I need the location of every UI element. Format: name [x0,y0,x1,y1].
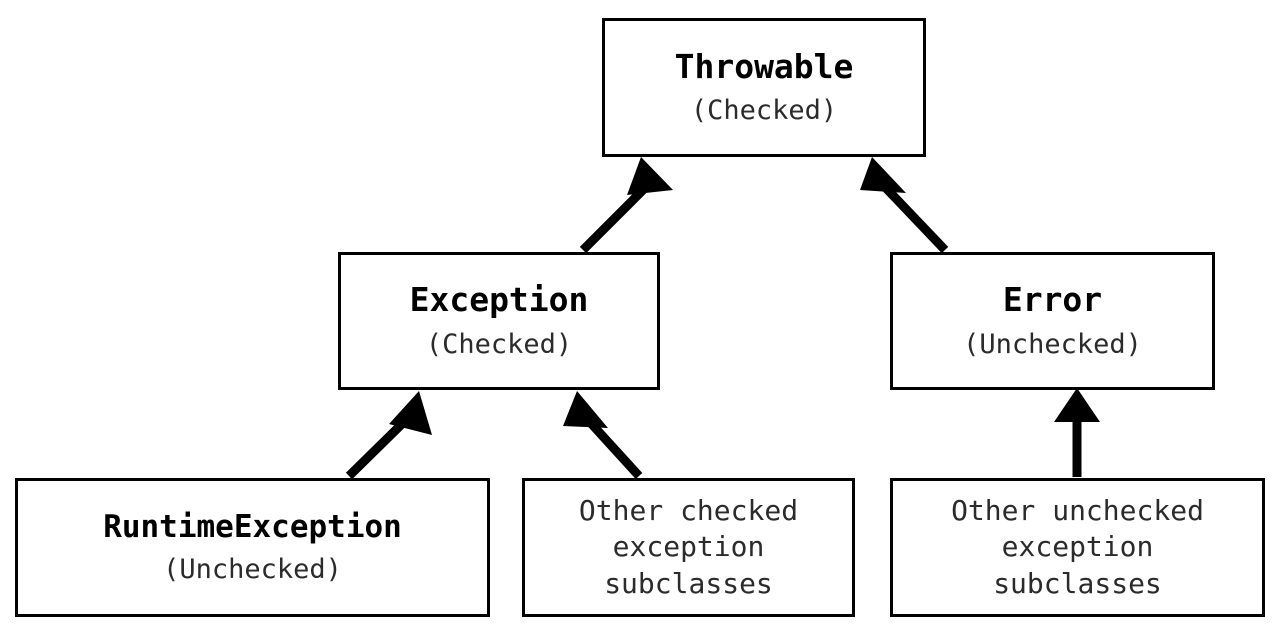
node-error-title: Error [1002,280,1103,319]
node-other-checked-line-1: Other checked [578,493,799,527]
node-runtime-exception-title: RuntimeException [103,508,402,545]
node-other-checked[interactable]: Other checked exception subclasses [522,478,855,617]
node-error[interactable]: Error (Unchecked) [890,252,1215,390]
node-other-checked-line-2: exception [612,530,765,564]
edge-exception-to-throwable [579,157,673,254]
node-error-subtitle: (Unchecked) [963,328,1142,360]
edge-other-unchecked-to-error [1054,388,1100,477]
node-other-checked-lines: Other checked exception subclasses [579,493,798,602]
node-throwable[interactable]: Throwable (Checked) [602,18,926,157]
node-other-checked-line-3: subclasses [604,566,773,600]
edge-runtime-exception-to-exception [345,391,432,480]
node-runtime-exception-subtitle: (Unchecked) [163,554,342,586]
node-exception-title: Exception [409,280,589,319]
node-other-unchecked-lines: Other unchecked exception subclasses [951,493,1204,602]
node-throwable-subtitle: (Checked) [690,95,838,127]
node-other-unchecked-line-1: Other unchecked [951,493,1204,527]
node-other-unchecked-line-2: exception [1001,530,1154,564]
node-throwable-title: Throwable [674,46,854,86]
node-other-unchecked-line-3: subclasses [993,566,1162,600]
node-other-unchecked[interactable]: Other unchecked exception subclasses [890,478,1265,617]
edge-error-to-throwable [860,157,949,254]
node-exception-subtitle: (Checked) [425,328,573,360]
node-exception[interactable]: Exception (Checked) [338,252,660,390]
edge-other-checked-to-exception [563,391,643,480]
node-runtime-exception[interactable]: RuntimeException (Unchecked) [15,478,490,617]
